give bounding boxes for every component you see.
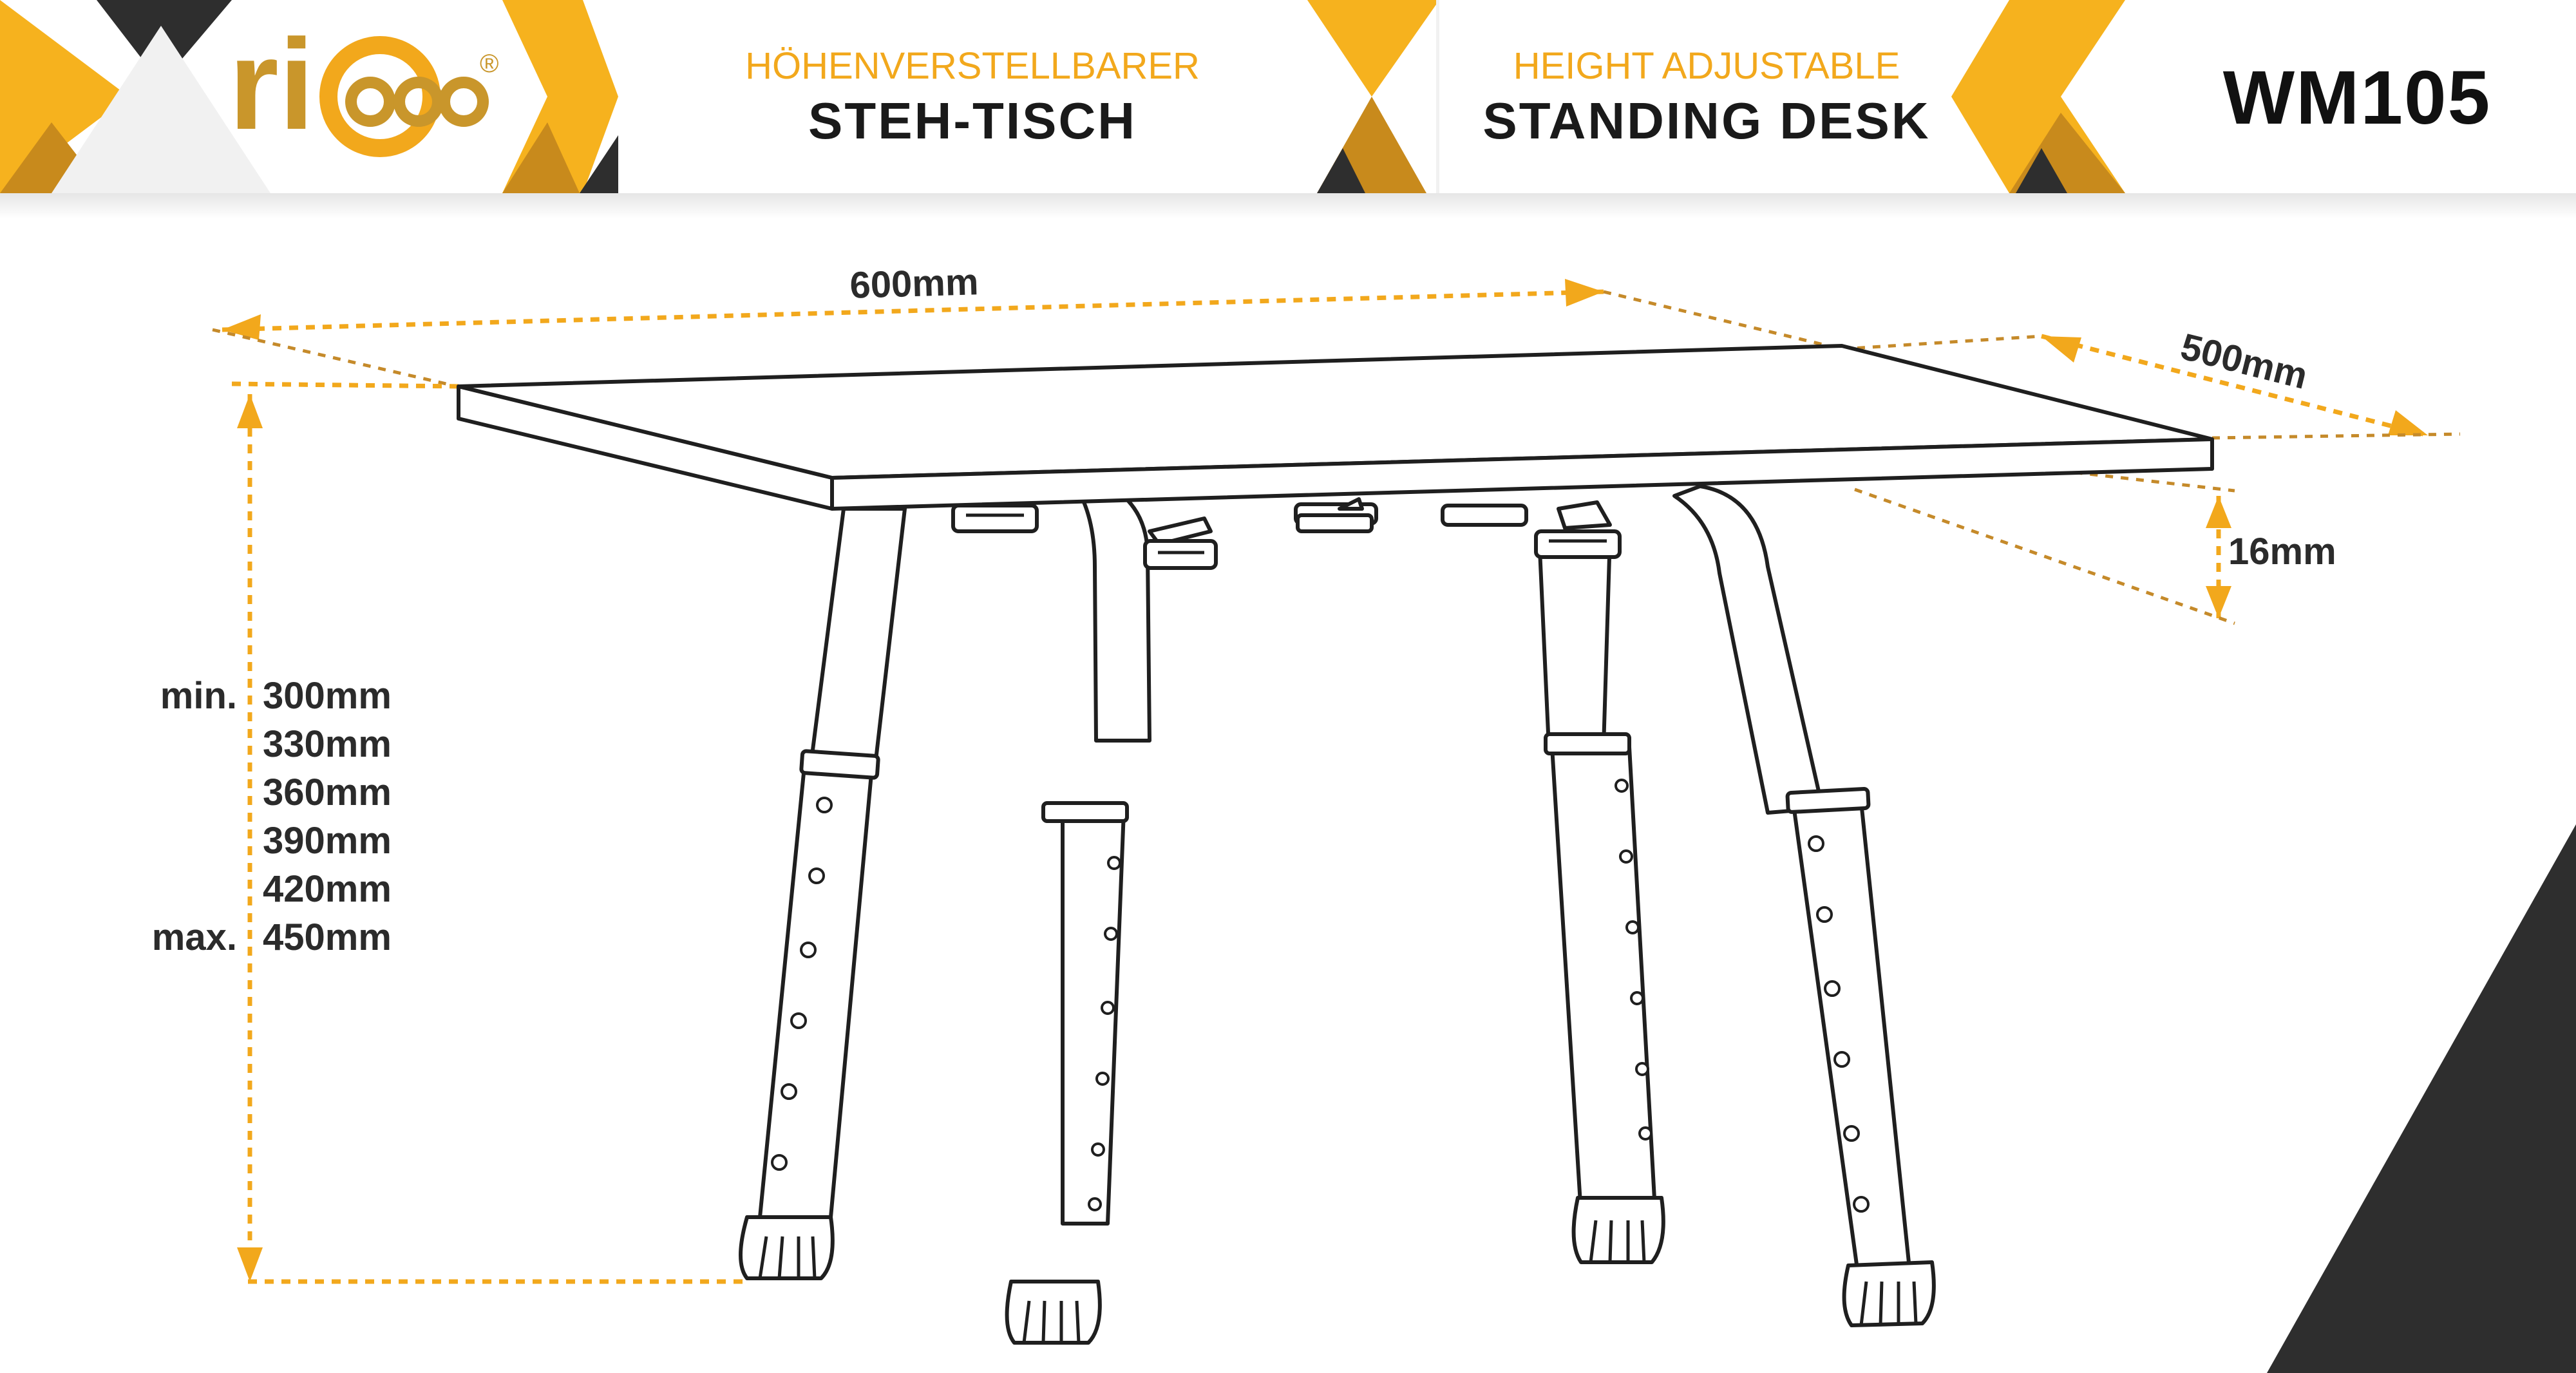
leveling-knobs <box>951 497 1622 570</box>
de-subtitle: HÖHENVERSTELLBARER <box>745 45 1200 87</box>
leg-back-left <box>1041 475 1151 1226</box>
width-label: 600mm <box>849 261 980 307</box>
height-option: 390mm <box>263 820 392 862</box>
leg-feet <box>739 1196 1936 1345</box>
de-title: STEH-TISCH <box>808 92 1137 149</box>
leg-back-right <box>1672 484 1911 1276</box>
header-left-ornament <box>0 0 618 193</box>
brand-logo: ri ® <box>229 13 498 157</box>
height-options: min. max. 300mm 330mm 360mm 390mm 420mm … <box>152 675 392 958</box>
header-bar: ri ® HÖHENVERSTELLBARER STEH-TISCH HEIGH… <box>0 0 2576 219</box>
thickness-label: 16mm <box>2228 531 2336 573</box>
tabletop <box>457 344 2214 511</box>
en-title: STANDING DESK <box>1482 92 1930 149</box>
height-max-label: max. <box>152 916 237 958</box>
desk-illustration <box>457 344 2214 1345</box>
height-option: 450mm <box>263 916 392 958</box>
adjustment-holes <box>771 779 1870 1213</box>
height-option: 300mm <box>263 675 392 717</box>
registered-mark: ® <box>480 50 498 78</box>
logo-wordmark: ri <box>229 13 314 156</box>
height-option: 420mm <box>263 868 392 910</box>
height-option: 330mm <box>263 723 392 765</box>
height-option: 360mm <box>263 772 392 813</box>
height-min-label: min. <box>160 675 237 717</box>
corner-ornament <box>2267 824 2576 1373</box>
leg-front-right <box>1537 534 1657 1216</box>
en-subtitle: HEIGHT ADJUSTABLE <box>1513 45 1900 87</box>
header-right-ornament <box>1951 0 2125 193</box>
model-number: WM105 <box>2223 55 2492 140</box>
header-middle-ornament <box>1307 0 1439 193</box>
leg-front-left <box>758 507 907 1219</box>
